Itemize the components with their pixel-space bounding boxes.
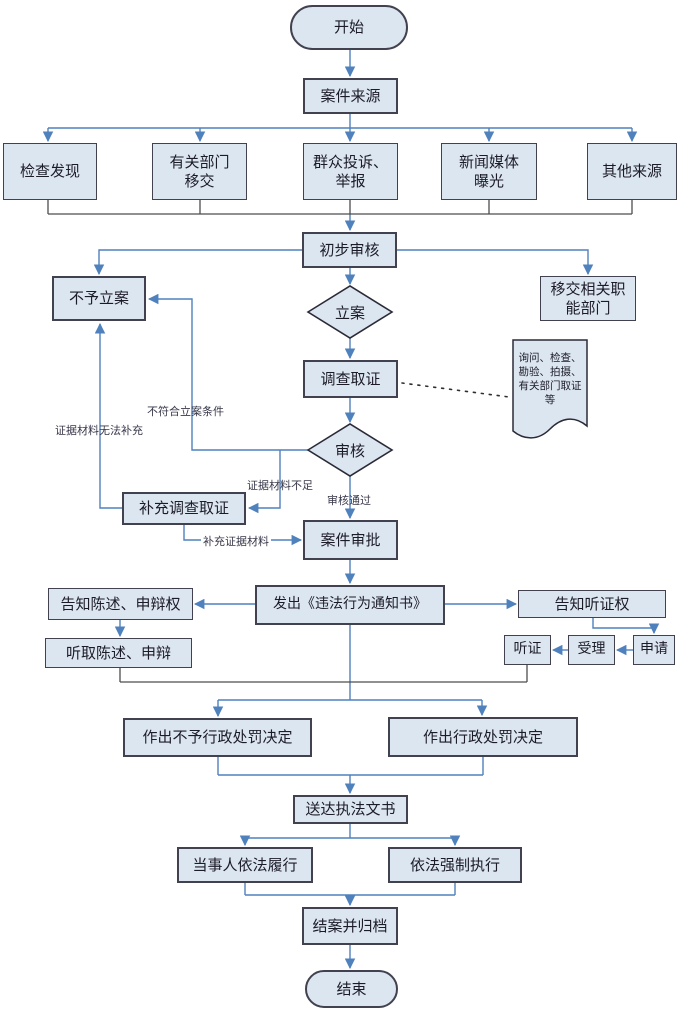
edge-label-review-passed: 审核通过: [327, 494, 371, 507]
deliver-documents-label: 送达执法文书: [305, 800, 396, 819]
edge-deliver-branch: [245, 823, 455, 839]
node-investigation: 调查取证: [303, 360, 398, 398]
node-case-approval: 案件审批: [303, 520, 398, 560]
edge-hearingright-to-apply: [592, 618, 660, 635]
edge-decisions-converge: [217, 757, 484, 776]
node-src-complaint: 群众投诉、 举报: [303, 143, 398, 200]
issue-notice-label: 发出《违法行为通知书》: [273, 596, 427, 613]
edge-review-to-nofiling: [147, 293, 308, 451]
dotted-annotation-link: [401, 382, 510, 398]
evidence-note-text: 询问、检查、 勘验、拍摄、 有关部门取证 等: [518, 352, 582, 406]
edge-supplement-to-nofiling: [94, 322, 122, 509]
decision-penalty-label: 作出行政处罚决定: [422, 727, 543, 746]
node-start: 开始: [290, 5, 408, 50]
node-start-label: 开始: [333, 18, 364, 37]
src-dept-transfer-label: 有关部门 移交: [169, 152, 230, 190]
node-filing-diamond-label: 立案: [320, 302, 380, 322]
node-apply: 申请: [633, 635, 675, 665]
inform-statement-label: 告知陈述、申辩权: [60, 594, 181, 613]
node-deliver-documents: 送达执法文书: [293, 795, 408, 824]
gray-merge-lines: [47, 200, 633, 683]
review-diamond-shape: [306, 423, 394, 477]
merge-statement-hearing: [119, 665, 528, 683]
node-no-filing: 不予立案: [52, 276, 146, 321]
node-src-media: 新闻媒体 曝光: [441, 143, 537, 200]
enforce-label: 依法强制执行: [409, 855, 500, 874]
review-label: 审核: [334, 441, 365, 460]
node-src-dept-transfer: 有关部门 移交: [152, 143, 247, 200]
hearing-label: 听证: [513, 641, 542, 658]
document-shape: [512, 339, 588, 439]
node-hearing: 听证: [504, 635, 551, 665]
party-comply-label: 当事人依法履行: [192, 855, 298, 874]
node-party-comply: 当事人依法履行: [177, 847, 313, 883]
merge-under-sources: [47, 200, 633, 215]
node-end: 结束: [305, 970, 398, 1008]
edge-source-distribution: [48, 114, 632, 129]
src-inspection-label: 检查发现: [19, 162, 80, 181]
hear-statement-label: 听取陈述、申辩: [65, 643, 171, 662]
node-preliminary-review: 初步审核: [302, 232, 397, 268]
transfer-dept-label: 移交相关职 能部门: [550, 279, 626, 317]
node-decision-no-penalty: 作出不予行政处罚决定: [123, 718, 312, 757]
edge-label-evidence-cannot-supplement: 证据材料无法补充: [55, 424, 143, 437]
node-review-diamond-label: 审核: [320, 440, 380, 460]
src-other-label: 其他来源: [601, 162, 662, 181]
edge-prelim-to-nofiling: [93, 249, 302, 276]
node-issue-notice: 发出《违法行为通知书》: [255, 585, 445, 625]
src-complaint-label: 群众投诉、 举报: [312, 152, 388, 190]
preliminary-review-label: 初步审核: [319, 240, 380, 259]
edge-label-not-meet-filing: 不符合立案条件: [147, 405, 224, 418]
investigation-label: 调查取证: [320, 369, 381, 388]
close-archive-label: 结案并归档: [312, 916, 388, 935]
decision-no-penalty-label: 作出不予行政处罚决定: [142, 728, 293, 747]
node-hear-statement: 听取陈述、申辩: [45, 638, 192, 668]
case-approval-label: 案件审批: [320, 530, 381, 549]
no-filing-label: 不予立案: [68, 289, 129, 308]
node-close-archive: 结案并归档: [302, 907, 398, 945]
edge-review-to-supplement: [247, 450, 281, 514]
node-src-inspection: 检查发现: [3, 143, 97, 200]
node-case-source: 案件来源: [303, 78, 398, 114]
edge-prelim-to-transfer: [397, 249, 594, 276]
node-enforce: 依法强制执行: [388, 847, 522, 883]
node-accept: 受理: [568, 635, 615, 665]
node-inform-hearing-right: 告知听证权: [518, 590, 666, 618]
filing-diamond-shape: [306, 285, 394, 339]
node-decision-penalty: 作出行政处罚决定: [388, 717, 578, 757]
filing-label: 立案: [334, 303, 365, 322]
node-transfer-dept: 移交相关职 能部门: [540, 276, 636, 321]
node-case-source-label: 案件来源: [320, 86, 381, 105]
blue-connectors: [42, 50, 660, 970]
edge-label-supplement-evidence: 补充证据材料: [201, 533, 271, 549]
edge-label-insufficient-evidence: 证据材料不足: [247, 479, 313, 492]
node-src-other: 其他来源: [587, 143, 677, 200]
src-media-label: 新闻媒体 曝光: [458, 152, 519, 190]
supplement-investigation-label: 补充调查取证: [138, 499, 229, 518]
edge-exec-converge: [244, 883, 456, 896]
node-inform-statement-right: 告知陈述、申辩权: [48, 588, 193, 620]
accept-label: 受理: [577, 641, 606, 658]
node-supplement-investigation: 补充调查取证: [122, 492, 246, 525]
end-label: 结束: [336, 979, 367, 998]
inform-hearing-label: 告知听证权: [554, 594, 630, 613]
apply-label: 申请: [640, 641, 668, 658]
